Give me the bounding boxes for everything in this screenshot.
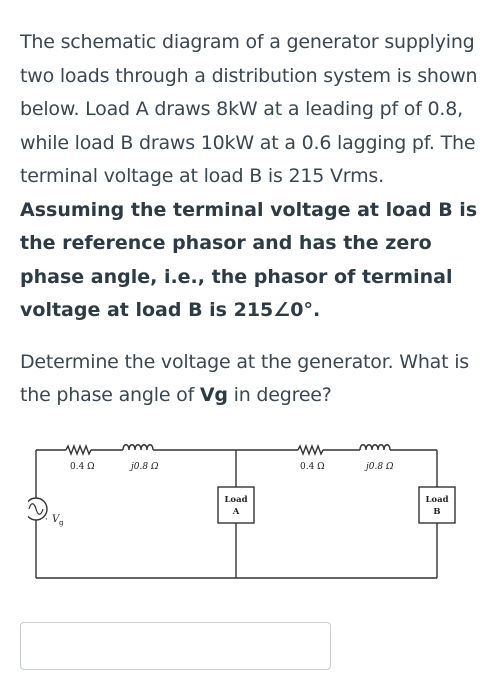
inductor-1-icon xyxy=(122,444,154,451)
source-label: V xyxy=(52,514,61,525)
load-b-label-1: Load xyxy=(425,495,448,505)
load-a-box xyxy=(217,486,255,524)
part2-text-before: Determine the voltage at the generator. … xyxy=(20,350,469,407)
resistor-1-label: 0.4 Ω xyxy=(70,462,95,472)
resistor-1-icon xyxy=(65,444,92,456)
inductor-2-icon xyxy=(359,444,391,451)
circuit-svg: · V g 0.4 Ω j0.8 Ω 0.4 Ω j0.8 Ω Load A L… xyxy=(28,444,456,579)
ac-source-icon xyxy=(28,497,48,521)
load-a-label-2: A xyxy=(232,507,240,517)
inductor-2-label: j0.8 Ω xyxy=(364,462,394,472)
inductor-1-label: j0.8 Ω xyxy=(129,462,159,472)
load-b-box xyxy=(418,486,456,524)
question-content: The schematic diagram of a generator sup… xyxy=(20,26,485,413)
load-b-label-2: B xyxy=(433,507,440,517)
part2-text-after: in degree? xyxy=(227,384,332,406)
question-part-2: Determine the voltage at the generator. … xyxy=(20,346,485,413)
resistor-2-icon xyxy=(297,444,324,456)
question-plain-text: The schematic diagram of a generator sup… xyxy=(20,31,478,187)
question-text: The schematic diagram of a generator sup… xyxy=(20,26,485,328)
circuit-diagram: · V g 0.4 Ω j0.8 Ω 0.4 Ω j0.8 Ω Load A L… xyxy=(28,436,468,586)
source-plus-sign: · xyxy=(45,515,48,525)
source-subscript: g xyxy=(59,519,64,527)
load-a-label-1: Load xyxy=(224,495,247,505)
answer-input[interactable] xyxy=(20,622,331,670)
vg-symbol: Vg xyxy=(199,384,228,406)
question-bold-text: Assuming the terminal voltage at load B … xyxy=(20,198,478,322)
resistor-2-label: 0.4 Ω xyxy=(300,462,325,472)
